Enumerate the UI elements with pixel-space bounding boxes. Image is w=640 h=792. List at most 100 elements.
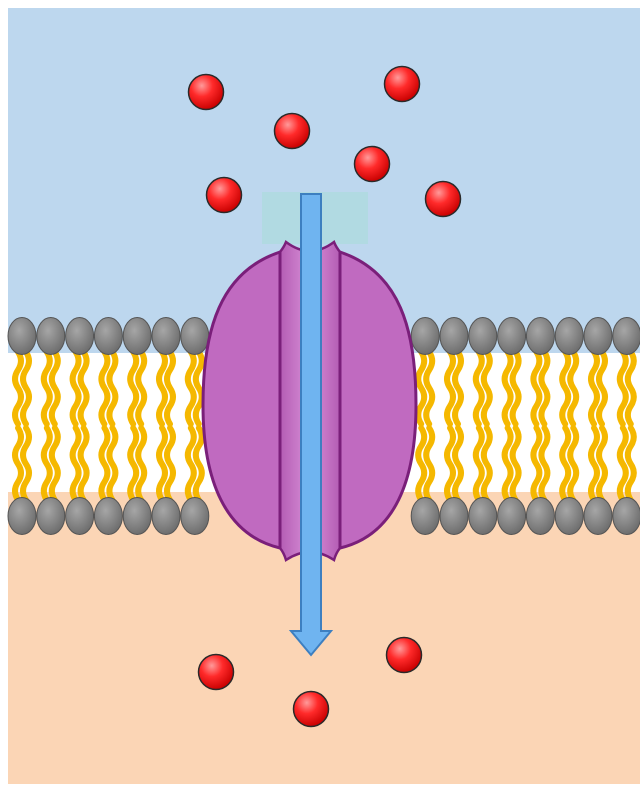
phospholipid-head <box>122 497 152 535</box>
phospholipid-head <box>583 317 613 355</box>
channel-protein-right-subunit <box>338 249 418 550</box>
transport-direction-arrow <box>288 193 334 657</box>
lipid-tail <box>48 425 61 503</box>
molecule <box>292 690 330 728</box>
phospholipid-head <box>554 317 584 355</box>
lipid-tail <box>567 425 580 503</box>
lipid-tail <box>509 425 522 503</box>
lipid-tail <box>530 349 543 427</box>
molecule <box>205 176 243 214</box>
lipid-tail <box>559 425 572 503</box>
phospholipid-head <box>497 497 527 535</box>
lipid-tail <box>588 425 600 503</box>
lipid-tail <box>12 349 24 427</box>
molecule <box>187 73 225 111</box>
lipid-tail <box>616 349 629 427</box>
lipid-tail <box>472 425 485 503</box>
lipid-tail <box>538 349 551 427</box>
lipid-tails-outer-leaflet <box>12 349 637 427</box>
phospholipid-head <box>7 317 37 355</box>
lipid-tail <box>423 349 436 427</box>
lipid-tail <box>452 425 464 503</box>
lipid-tail <box>164 349 176 427</box>
molecule <box>383 65 421 103</box>
lipid-tail <box>501 349 514 427</box>
lipid-tail <box>596 425 608 503</box>
lipid-tail <box>98 349 111 427</box>
lipid-tail <box>530 425 543 503</box>
lipid-tail <box>127 349 140 427</box>
molecule <box>424 180 462 218</box>
lipid-tail <box>567 349 580 427</box>
lipid-tail <box>164 425 176 503</box>
lipid-tail <box>616 425 629 503</box>
lipid-tail <box>480 425 493 503</box>
lipid-tail <box>596 349 608 427</box>
phospholipid-head <box>36 497 66 535</box>
phospholipid-head <box>497 317 527 355</box>
lipid-tail <box>538 425 551 503</box>
channel-protein-left-subunit <box>201 249 282 550</box>
lipid-tail <box>69 425 82 503</box>
lipid-tail <box>444 349 456 427</box>
lipid-tail <box>184 425 197 503</box>
lipid-tail <box>192 425 205 503</box>
lipid-tail <box>40 349 53 427</box>
lipid-tail <box>472 349 485 427</box>
molecules-extracellular <box>187 65 462 218</box>
phospholipid-head <box>122 317 152 355</box>
lipid-tails-inner-leaflet <box>12 425 637 503</box>
lipid-tail <box>452 349 464 427</box>
phospholipid-head <box>439 317 469 355</box>
lipid-tail <box>588 349 600 427</box>
lipid-tail <box>106 425 119 503</box>
phospholipid-heads-outer-leaflet <box>7 317 640 355</box>
phospholipid-head <box>525 497 555 535</box>
lipid-tail <box>135 425 148 503</box>
phospholipid-head <box>93 317 123 355</box>
phospholipid-head <box>439 497 469 535</box>
lipid-tail <box>77 425 90 503</box>
phospholipid-head <box>65 317 95 355</box>
lipid-tail <box>77 349 90 427</box>
phospholipid-head <box>93 497 123 535</box>
lipid-tail <box>423 425 436 503</box>
phospholipid-head <box>180 497 210 535</box>
phospholipid-head <box>36 317 66 355</box>
phospholipid-head <box>151 497 181 535</box>
lipid-tail <box>415 349 428 427</box>
lipid-tail <box>415 425 428 503</box>
phospholipid-head <box>583 497 613 535</box>
lipid-tail <box>501 425 514 503</box>
lipid-tail <box>135 349 148 427</box>
lipid-tail <box>444 425 456 503</box>
lipid-tail <box>624 425 637 503</box>
lipid-tail <box>156 349 168 427</box>
lipid-tail <box>156 425 168 503</box>
lipid-tail <box>48 349 61 427</box>
lipid-tail <box>192 349 205 427</box>
lipid-tail <box>98 425 111 503</box>
phospholipid-head <box>612 317 640 355</box>
lipid-tail <box>40 425 53 503</box>
phospholipid-head <box>468 317 498 355</box>
lipid-tail <box>509 349 522 427</box>
phospholipid-head <box>554 497 584 535</box>
lipid-tail <box>69 349 82 427</box>
lipid-tail <box>184 349 197 427</box>
phospholipid-heads-inner-leaflet <box>7 497 640 535</box>
lipid-tail <box>624 349 637 427</box>
molecule <box>197 653 235 691</box>
molecules-intracellular <box>197 636 423 728</box>
lipid-tail <box>480 349 493 427</box>
lipid-tail <box>559 349 572 427</box>
molecule <box>353 145 391 183</box>
phospholipid-head <box>612 497 640 535</box>
phospholipid-head <box>410 317 440 355</box>
channel-protein <box>201 240 418 562</box>
phospholipid-head <box>7 497 37 535</box>
phospholipid-head <box>468 497 498 535</box>
lipid-tail <box>106 349 119 427</box>
